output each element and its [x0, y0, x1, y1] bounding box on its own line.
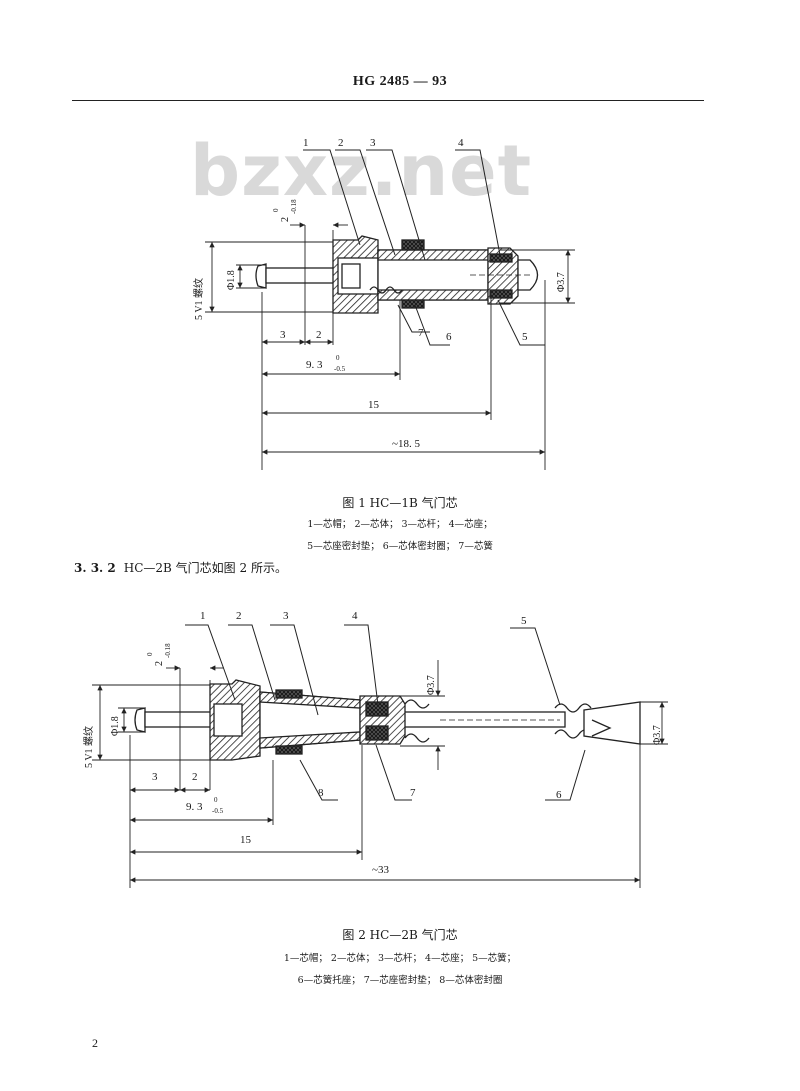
fig1-len-3: 3 [280, 329, 286, 341]
figure-1-caption: 图 1 HC—1B 气门芯 [342, 496, 458, 510]
fig2-len-2: 2 [192, 771, 198, 783]
section-3-3-2: 3. 3. 2 HC—2B 气门芯如图 2 所示。 [74, 559, 287, 576]
fig1-thread-label: 5 V1 螺纹 [192, 278, 205, 320]
section-number: 3. 3. 2 [74, 561, 116, 575]
hc2b-valve-core [134, 679, 641, 761]
hc1b-valve-core [255, 235, 539, 314]
fig2-len-total: ~33 [372, 864, 389, 876]
figure-2-caption: 图 2 HC—2B 气门芯 [342, 928, 458, 942]
figure-2-legend-line-2: 6—芯簧托座； 7—芯座密封垫； 8—芯体密封圈 [297, 975, 503, 986]
fig2-diameter-1-8: Φ1.8 [110, 716, 121, 736]
fig1-callout-4: 4 [458, 137, 464, 149]
fig1-len-9-3-sup: 0 [336, 354, 340, 362]
fig2-callout-1: 1 [200, 610, 206, 622]
fig2-callout-5: 5 [521, 615, 527, 627]
fig1-callout-5: 5 [522, 331, 528, 343]
fig1-len-2: 2 [316, 329, 322, 341]
fig2-callout-2: 2 [236, 610, 242, 622]
fig2-len-15: 15 [240, 834, 252, 846]
figure-1-legend-line-2: 5—芯座密封垫； 6—芯体密封圈； 7—芯簧 [307, 541, 493, 552]
fig2-diameter-3-7a: Φ3.7 [426, 675, 437, 695]
standard-code-header: HG 2485 — 93 [352, 74, 448, 89]
fig1-len-total: ~18. 5 [392, 438, 420, 450]
fig2-dimension-lines [92, 660, 668, 888]
fig2-leader-lines [185, 624, 586, 801]
fig2-callout-7: 7 [410, 787, 416, 799]
fig2-thread-label: 5 V1 螺纹 [82, 726, 95, 768]
fig1-leader-lines [303, 149, 545, 346]
figure-2-legend-line-1: 1—芯帽； 2—芯体； 3—芯杆； 4—芯座； 5—芯簧； [283, 953, 517, 964]
fig1-diameter-1-8: Φ1.8 [226, 270, 237, 290]
fig1-len-9-3-sub: -0.5 [334, 365, 346, 373]
fig2-len-9-3-sub: -0.5 [212, 807, 224, 815]
fig2-callout-8: 8 [318, 787, 324, 799]
figure-2-drawing: 1 2 3 4 5 6 7 8 5 V1 螺纹 Φ1.8 Φ3.7 Φ3.7 [82, 610, 668, 888]
fig2-callout-3: 3 [283, 610, 289, 622]
watermark: bzxz.net [190, 130, 533, 212]
fig1-len-9-3: 9. 3 [306, 359, 323, 371]
figure-1-legend-line-1: 1—芯帽； 2—芯体； 3—芯杆； 4—芯座； [307, 519, 493, 530]
fig2-callout-4: 4 [352, 610, 358, 622]
page-number: 2 [92, 1036, 98, 1050]
fig1-callout-6: 6 [446, 331, 452, 343]
fig1-dimension-lines [205, 222, 575, 470]
fig1-callout-1: 1 [303, 137, 309, 149]
fig2-len-3: 3 [152, 771, 158, 783]
fig2-diameter-3-7b: Φ3.7 [652, 725, 663, 745]
header-rule [72, 100, 704, 101]
figure-1-drawing: 1 2 3 4 5 6 7 5 V1 螺纹 Φ1.8 Φ3.7 2 0 -0.1… [192, 137, 575, 470]
fig2-tol-2-sup: 0 [146, 652, 154, 656]
fig1-callout-3: 3 [370, 137, 376, 149]
fig1-tol-2-sub: -0.18 [290, 199, 298, 214]
section-text: HC—2B 气门芯如图 2 所示。 [123, 561, 287, 575]
fig1-callout-7: 7 [418, 327, 424, 339]
fig2-len-9-3-sup: 0 [214, 796, 218, 804]
fig1-diameter-3-7: Φ3.7 [556, 272, 567, 292]
fig1-len-15: 15 [368, 399, 380, 411]
fig1-callout-2: 2 [338, 137, 344, 149]
fig2-len-9-3: 9. 3 [186, 801, 203, 813]
fig2-tol-2-sub: -0.18 [164, 643, 172, 658]
fig1-tol-2: 2 [280, 217, 291, 222]
fig2-callout-6: 6 [556, 789, 562, 801]
fig2-tol-2: 2 [154, 661, 165, 666]
fig1-tol-2-sup: 0 [272, 208, 280, 212]
